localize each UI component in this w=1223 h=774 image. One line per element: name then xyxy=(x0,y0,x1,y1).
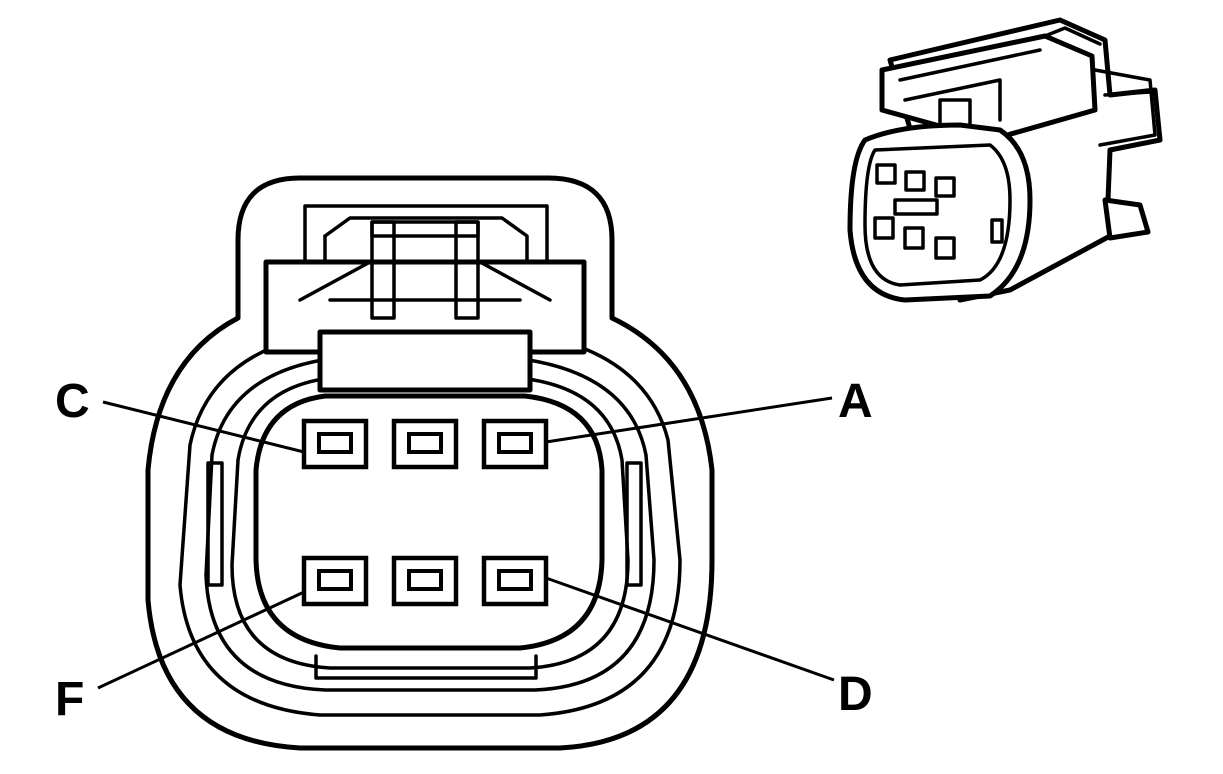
iso-side-fin xyxy=(1093,68,1157,147)
pin-b-terminal xyxy=(391,418,459,470)
pin-e-terminal xyxy=(391,555,459,607)
latch-lever xyxy=(298,260,552,302)
iso-pin-bottom-1 xyxy=(873,216,895,240)
leader-line-f xyxy=(97,590,305,690)
connector-housing-outline xyxy=(145,175,715,751)
pin-label-a: A xyxy=(838,375,873,428)
leader-line-c xyxy=(102,400,305,454)
iso-pin-bottom-3 xyxy=(934,236,956,260)
pin-c-terminal xyxy=(301,418,369,470)
iso-center-key xyxy=(893,198,939,216)
latch-bar xyxy=(370,220,480,238)
pin-f-terminal xyxy=(301,555,369,607)
iso-side-slot xyxy=(990,218,1004,244)
latch-assembly xyxy=(263,204,587,393)
seal-ring-1 xyxy=(178,330,682,717)
latch-tongue xyxy=(317,329,533,393)
latch-inner-bracket xyxy=(323,216,529,264)
iso-bottom-tab xyxy=(1102,197,1151,241)
bottom-tab xyxy=(314,654,538,680)
pin-label-d: D xyxy=(838,668,873,721)
leader-line-d xyxy=(545,576,835,682)
right-key-slot xyxy=(625,461,643,587)
pin-d-terminal xyxy=(481,555,549,607)
leader-line-a xyxy=(545,396,833,444)
iso-pin-top-1 xyxy=(875,163,897,185)
iso-front-inner xyxy=(863,143,1012,287)
iso-pin-top-2 xyxy=(904,170,926,192)
pin-a-terminal xyxy=(481,418,549,470)
latch-frame xyxy=(303,204,549,264)
pin-label-c: C xyxy=(55,375,90,428)
iso-pin-bottom-2 xyxy=(903,226,925,250)
connector-face-view xyxy=(145,175,715,751)
iso-pin-top-3 xyxy=(934,176,956,198)
iso-latch-detail xyxy=(898,26,1102,122)
left-key-slot xyxy=(206,461,224,587)
connector-isometric-view xyxy=(847,17,1163,303)
pin-label-f: F xyxy=(55,673,84,726)
seal-ring-2 xyxy=(204,356,656,692)
